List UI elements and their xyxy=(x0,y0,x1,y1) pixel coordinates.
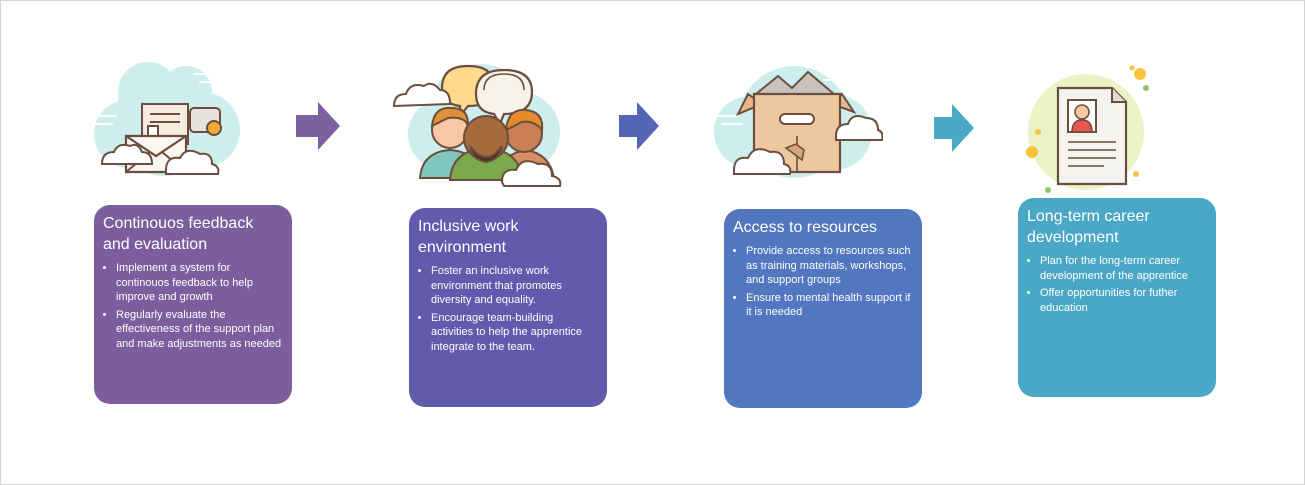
step-bullets: Provide access to resources such as trai… xyxy=(733,244,913,320)
arrow-right-icon xyxy=(934,104,974,152)
arrow-1-shape xyxy=(296,102,340,150)
resume-document-icon xyxy=(1026,65,1149,193)
step-card-feedback: Continouos feedback and evaluation Imple… xyxy=(94,205,292,404)
step-bullet: Foster an inclusive work environment tha… xyxy=(431,264,598,308)
step-bullets: Plan for the long-term career developmen… xyxy=(1027,254,1207,315)
arrow-right-icon xyxy=(296,102,340,150)
step-title: Access to resources xyxy=(733,219,878,236)
step-card-resources: Access to resources Provide access to re… xyxy=(724,209,922,408)
step-bullet: Provide access to resources such as trai… xyxy=(746,244,913,288)
step-card-inclusive: Inclusive work environment Foster an inc… xyxy=(409,208,607,407)
step-bullet: Ensure to mental health support if it is… xyxy=(746,291,913,320)
step-title: Continouos feedback and evaluation xyxy=(103,215,254,253)
open-box-icon xyxy=(714,66,883,178)
step-bullets: Implement a system for continouos feedba… xyxy=(103,261,283,351)
arrow-2-shape xyxy=(619,102,659,150)
step-bullet: Encourage team-building activities to he… xyxy=(431,311,598,355)
step-bullet: Regularly evaluate the effectiveness of … xyxy=(116,308,283,352)
step-bullet: Plan for the long-term career developmen… xyxy=(1040,254,1207,283)
diverse-team-chat-icon xyxy=(392,64,562,187)
step-bullet: Implement a system for continouos feedba… xyxy=(116,261,283,305)
arrow-right-icon xyxy=(619,102,659,150)
step-bullet: Offer opportunities for futher education xyxy=(1040,286,1207,315)
step-title: Long-term career development xyxy=(1027,208,1150,246)
envelope-mail-icon xyxy=(91,62,240,176)
step-bullets: Foster an inclusive work environment tha… xyxy=(418,264,598,354)
arrow-3-shape xyxy=(934,104,974,152)
step-title: Inclusive work environment xyxy=(418,218,519,256)
step-card-career: Long-term career development Plan for th… xyxy=(1018,198,1216,397)
